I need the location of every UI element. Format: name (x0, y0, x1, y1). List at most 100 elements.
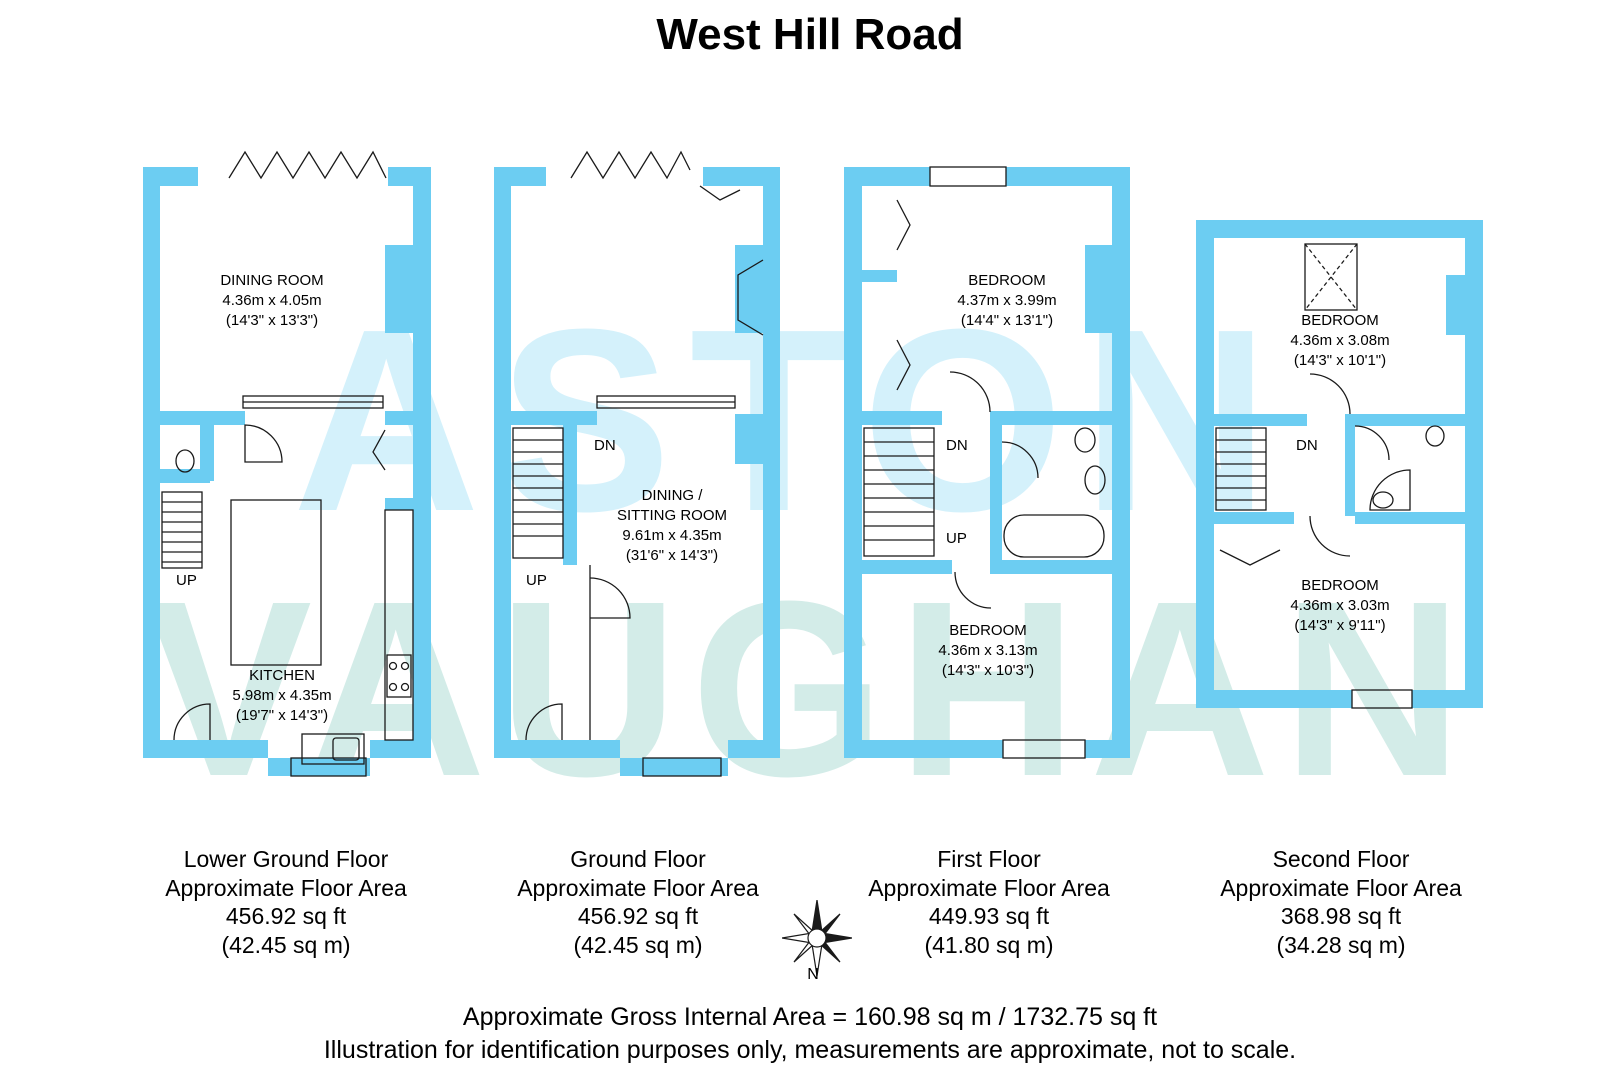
door-swing-icon (525, 703, 563, 741)
floor-area-label: Approximate Floor Area (517, 874, 759, 901)
floor-area-sqft: 449.93 sq ft (928, 903, 1050, 929)
shower-icon (1369, 469, 1411, 511)
floor-area-sqft: 456.92 sq ft (577, 903, 699, 929)
room-name: SITTING ROOM (617, 507, 727, 524)
bath-icon (1003, 514, 1105, 558)
stair-marker: DN (946, 437, 968, 454)
room-name: BEDROOM (968, 272, 1046, 289)
wall (385, 245, 413, 333)
room-size-imperial: (14'3" x 10'3") (942, 662, 1034, 679)
footer: Approximate Gross Internal Area = 160.98… (0, 1001, 1620, 1067)
stair-marker: DN (1296, 437, 1318, 454)
floor-name: Ground Floor (570, 846, 706, 872)
wall (1355, 512, 1465, 524)
gross-internal-area: Approximate Gross Internal Area = 160.98… (462, 1003, 1158, 1031)
hob-icon (386, 654, 412, 698)
window-icon (929, 166, 1007, 187)
door-swing-icon (1309, 515, 1351, 557)
room-size-metric: 5.98m x 4.35m (232, 687, 331, 704)
door-swing-icon (589, 577, 631, 619)
skylight-icon (1304, 243, 1358, 311)
floor-area-sqm: (34.28 sq m) (1276, 931, 1406, 958)
wall (862, 270, 897, 282)
room-size-imperial: (31'6" x 14'3") (626, 547, 718, 564)
kitchen-island (230, 499, 322, 666)
fireplace-icon (737, 259, 764, 336)
wardrobe-door-icon (896, 199, 911, 251)
disclaimer: Illustration for identification purposes… (323, 1036, 1297, 1064)
room-size-metric: 4.36m x 4.05m (222, 292, 321, 309)
wall (563, 425, 577, 565)
floor-name: Lower Ground Floor (183, 846, 389, 872)
basin-icon (1084, 465, 1106, 495)
room-size-imperial: (14'3" x 10'1") (1294, 352, 1386, 369)
door-swing-icon (1001, 441, 1039, 479)
door-swing-icon (244, 424, 283, 463)
wall (1214, 414, 1307, 426)
floor-area-sqft: 456.92 sq ft (225, 903, 347, 929)
door-swing-icon (1354, 425, 1390, 461)
room-size-metric: 4.36m x 3.08m (1290, 332, 1389, 349)
wall (990, 411, 1002, 561)
room-name: BEDROOM (1301, 577, 1379, 594)
floor-area-sqm: (41.80 sq m) (924, 931, 1054, 958)
bifold-door-icon (570, 150, 691, 180)
door-swing-icon (1309, 373, 1351, 415)
wall (1345, 414, 1465, 426)
second-floor-plan (1196, 220, 1483, 709)
window-icon (1351, 689, 1413, 709)
bifold-door-icon (228, 150, 387, 180)
watermark-line-1: ASTON (292, 276, 1287, 566)
compass-icon: N (781, 899, 853, 983)
room-name: BEDROOM (949, 622, 1027, 639)
wall (1214, 512, 1294, 524)
toilet-icon (1074, 427, 1096, 453)
stair-marker: UP (946, 530, 967, 547)
room-size-metric: 4.37m x 3.99m (957, 292, 1056, 309)
room-size-imperial: (14'3" x 13'3") (226, 312, 318, 329)
toilet-icon (1425, 425, 1445, 447)
floor-area-label: Approximate Floor Area (1220, 874, 1462, 901)
plan-title: West Hill Road (656, 10, 964, 59)
room-size-imperial: (19'7" x 14'3") (236, 707, 328, 724)
wall (862, 560, 952, 574)
room-name: KITCHEN (249, 667, 315, 684)
watermark-line-2: VAUGHAN (145, 549, 1474, 828)
room-size-imperial: (14'4" x 13'1") (961, 312, 1053, 329)
floor-area-sqft: 368.98 sq ft (1280, 903, 1402, 929)
window-icon (290, 757, 367, 777)
window-icon (1002, 739, 1086, 759)
door-swing-icon (173, 703, 211, 741)
stair-marker: UP (526, 572, 547, 589)
wall (990, 560, 1112, 574)
room-name: DINING / (642, 487, 704, 504)
ground-floor-plan (494, 150, 780, 777)
wall (511, 411, 597, 425)
wall (200, 411, 214, 481)
first-floor-plan (844, 166, 1130, 759)
wall (385, 411, 413, 425)
room-size-metric: 4.36m x 3.03m (1290, 597, 1389, 614)
floor-name: Second Floor (1272, 846, 1410, 872)
worktop (384, 509, 414, 741)
wall (160, 469, 210, 483)
floor-area-sqm: (42.45 sq m) (573, 931, 703, 958)
stairs-icon (512, 427, 564, 559)
stairs-icon (161, 491, 203, 569)
room-size-imperial: (14'3" x 9'11") (1294, 617, 1385, 634)
wall (385, 498, 413, 510)
stair-marker: UP (176, 572, 197, 589)
floor-caption-ground: Ground Floor Approximate Floor Area 456.… (478, 845, 798, 959)
floor-area-label: Approximate Floor Area (165, 874, 407, 901)
wardrobe-door-icon (896, 339, 911, 391)
compass-north-label: N (807, 966, 819, 983)
floor-name: First Floor (937, 846, 1041, 872)
room-size-metric: 4.36m x 3.13m (938, 642, 1037, 659)
wall (990, 411, 1112, 425)
floor-caption-lower-ground: Lower Ground Floor Approximate Floor Are… (126, 845, 446, 959)
bay-icon (699, 185, 741, 201)
floor-caption-second: Second Floor Approximate Floor Area 368.… (1181, 845, 1501, 959)
toilet-icon (175, 449, 195, 473)
lower-ground-floor-plan (143, 150, 431, 777)
stairs-icon (1215, 427, 1267, 511)
